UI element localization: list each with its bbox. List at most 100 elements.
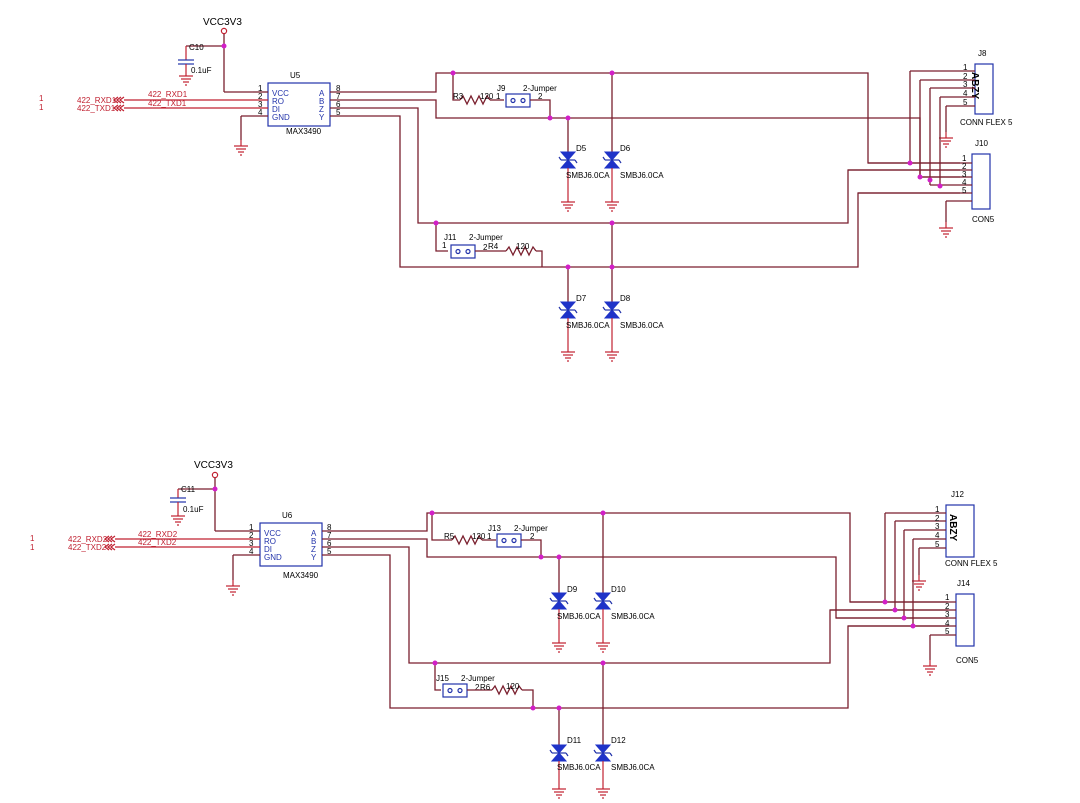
res-ref: R3 xyxy=(453,92,464,101)
pin-name: Z xyxy=(319,105,324,114)
pin-number: 7 xyxy=(336,92,341,101)
diode-part: SMBJ6.0CA xyxy=(620,171,664,180)
pin-number: 1 xyxy=(258,84,263,93)
pin-name: VCC xyxy=(264,529,281,538)
ground-icon xyxy=(938,221,954,238)
res-value: 120 xyxy=(516,242,530,251)
pin-name: RO xyxy=(264,537,276,546)
cap-ref: C11 xyxy=(181,485,196,494)
pin-name: A xyxy=(311,529,317,538)
tvs-diode-d11 xyxy=(549,744,569,762)
pin-number: 4 xyxy=(258,108,263,117)
diode-part: SMBJ6.0CA xyxy=(557,763,601,772)
pin-number: 5 xyxy=(336,108,341,117)
ground-icon xyxy=(595,636,611,653)
connector-j8: J8 CONN FLEX 5 ABZY xyxy=(960,49,1013,127)
pin-number: 2 xyxy=(258,92,263,101)
pin-number: 3 xyxy=(935,522,940,531)
sheet-number: 1 xyxy=(30,534,35,543)
ground-icon xyxy=(233,139,249,156)
jumper-ref: J9 xyxy=(497,84,506,93)
ground-icon xyxy=(560,345,576,362)
connector-label: ABZY xyxy=(969,72,980,100)
power-label: VCC3V3 xyxy=(194,460,233,471)
ground-icon xyxy=(604,345,620,362)
pin-number: 3 xyxy=(962,170,967,179)
ground-icon xyxy=(560,195,576,212)
vcc-bottom: VCC3V3 xyxy=(194,460,233,479)
connector-ref: J10 xyxy=(975,139,988,148)
cap-value: 0.1uF xyxy=(183,505,204,514)
diode-part: SMBJ6.0CA xyxy=(620,321,664,330)
diode-ref: D12 xyxy=(611,736,626,745)
junction-dot xyxy=(212,486,218,492)
pin-number: 1 xyxy=(442,241,447,250)
jumper-ref: J13 xyxy=(488,524,501,533)
sheet-number: 1 xyxy=(39,94,44,103)
pin-number: 1 xyxy=(496,92,501,101)
jumper-j13[interactable] xyxy=(496,533,522,548)
ground-icon xyxy=(938,131,954,148)
tvs-diode-d5 xyxy=(558,151,578,169)
pin-number: 2 xyxy=(483,243,488,252)
tvs-diode-d8 xyxy=(602,301,622,319)
vcc-top: VCC3V3 xyxy=(203,17,242,35)
connector-ref: J8 xyxy=(978,49,987,58)
connector-ref: J12 xyxy=(951,490,964,499)
jumper-ref: J15 xyxy=(436,674,449,683)
port-label: 422_RXD2 xyxy=(68,535,108,544)
ground-icon xyxy=(604,195,620,212)
pin-name: VCC xyxy=(272,89,289,98)
diode-part: SMBJ6.0CA xyxy=(557,612,601,621)
jumper-j9[interactable] xyxy=(505,93,531,108)
pin-number: 3 xyxy=(945,610,950,619)
pin-number: 2 xyxy=(530,532,535,541)
pin-name: B xyxy=(311,537,316,546)
pin-number: 1 xyxy=(935,505,940,514)
ground-icon xyxy=(551,636,567,653)
net-label: 422_RXD1 xyxy=(148,90,188,99)
ground-icon xyxy=(551,782,567,799)
pin-number: 5 xyxy=(327,547,332,556)
power-label: VCC3V3 xyxy=(203,17,242,28)
junction-dots-bottom xyxy=(429,510,916,711)
pin-name: Z xyxy=(311,545,316,554)
diode-ref: D9 xyxy=(567,585,578,594)
jumper-j11[interactable] xyxy=(450,244,476,259)
pin-number: 2 xyxy=(249,531,254,540)
connector-ref: J14 xyxy=(957,579,970,588)
res-value: 120 xyxy=(472,532,486,541)
jumper-value: 2-Jumper xyxy=(469,233,503,242)
connector-part: CONN FLEX 5 xyxy=(960,118,1013,127)
pin-number: 4 xyxy=(962,178,967,187)
port-arrow-icon xyxy=(113,104,125,112)
jumper-j15[interactable] xyxy=(442,683,468,698)
net-label: 422_RXD2 xyxy=(138,530,178,539)
pin-number: 2 xyxy=(538,92,543,101)
power-port-icon xyxy=(211,471,219,479)
pin-number: 3 xyxy=(258,100,263,109)
res-ref: R6 xyxy=(480,683,491,692)
ic-part: MAX3490 xyxy=(286,127,322,136)
pin-number: 6 xyxy=(327,539,332,548)
connector-part: CONN FLEX 5 xyxy=(945,559,998,568)
pin-number: 1 xyxy=(963,63,968,72)
pin-name: GND xyxy=(264,553,282,562)
diode-ref: D10 xyxy=(611,585,626,594)
tvs-diode-d12 xyxy=(593,744,613,762)
pin-number: 1 xyxy=(249,523,254,532)
ground-icon xyxy=(225,579,241,596)
pin-name: RO xyxy=(272,97,284,106)
power-port-icon xyxy=(220,27,228,35)
pin-name: Y xyxy=(311,553,317,562)
port-arrow-icon xyxy=(104,543,116,551)
pin-number: 7 xyxy=(327,531,332,540)
pin-name: DI xyxy=(264,545,272,554)
ic-ref: U6 xyxy=(282,511,293,520)
diode-ref: D8 xyxy=(620,294,631,303)
pin-number: 4 xyxy=(963,89,968,98)
cap-ref: C10 xyxy=(189,43,204,52)
sheet-number: 1 xyxy=(30,543,35,552)
port-label: 422_TXD1 xyxy=(77,104,116,113)
pin-number: 5 xyxy=(945,627,950,636)
